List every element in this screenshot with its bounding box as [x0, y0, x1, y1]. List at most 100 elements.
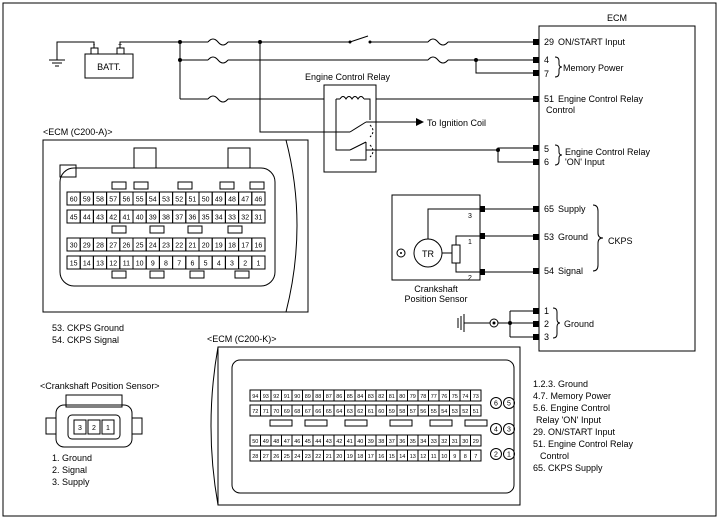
pin-label: 32 — [441, 439, 447, 445]
pin-label: 26 — [123, 243, 131, 250]
ignition-arrow-icon — [416, 118, 424, 126]
pin-label: 91 — [284, 394, 290, 400]
connector-a-key-slot — [149, 270, 165, 279]
pin-label: 21 — [326, 454, 332, 460]
ckp-connector-ears — [45, 417, 143, 435]
fuse-symbol — [427, 38, 449, 46]
side-pin — [503, 397, 515, 409]
pin-label: 73 — [473, 394, 479, 400]
connector-k-note: 1.2.3. Ground — [533, 379, 588, 389]
connector-a-key-slot — [111, 225, 127, 234]
sensor-resistor — [451, 244, 461, 264]
fuse-symbol — [427, 56, 449, 64]
ignition-label: To Ignition Coil — [427, 118, 486, 128]
connector-a-key-slot — [133, 181, 149, 190]
ecm-pin-num: 3 — [544, 332, 549, 342]
ground-brace — [552, 307, 561, 339]
pin-label: 55 — [136, 197, 144, 204]
pin-label: 24 — [294, 454, 300, 460]
sensor-pin-2: 2 — [468, 275, 472, 282]
ecm-pin-num: 5 — [544, 144, 549, 154]
chassis-ground-icon — [457, 314, 465, 332]
ckp-connector-face — [67, 414, 121, 440]
pin-label: 81 — [389, 394, 395, 400]
pin-label: 77 — [431, 394, 437, 400]
ecm-pin-tab — [533, 321, 539, 327]
pin-label: 38 — [378, 439, 384, 445]
pin-label: 14 — [83, 261, 91, 268]
pin-label: 56 — [420, 409, 426, 415]
wire-relay-feed-lower — [335, 132, 350, 151]
ecm-pin-num: 1 — [544, 306, 549, 316]
pin-label: 23 — [305, 454, 311, 460]
pin-label: 68 — [294, 409, 300, 415]
ecm-box — [538, 25, 696, 352]
pin-label: 6 — [190, 261, 194, 268]
pin-label: 60 — [70, 197, 78, 204]
ckp-pin-cell — [87, 419, 101, 435]
pin-label: 22 — [315, 454, 321, 460]
pin-cell — [251, 191, 266, 206]
connector-k-note: 5.6. Engine Control — [533, 403, 610, 413]
pin-label: 29 — [83, 243, 91, 250]
relay-coil-leads — [336, 98, 371, 120]
pin-label: 59 — [83, 197, 91, 204]
pin-label: 52 — [175, 197, 183, 204]
connector-a-key-slot — [149, 225, 165, 234]
pin-label: 29 — [473, 439, 479, 445]
connector-a-latch — [285, 139, 298, 313]
pin-label: 66 — [315, 409, 321, 415]
pin-label: 18 — [228, 243, 236, 250]
side-pin — [503, 448, 515, 460]
ecm-pin-label: ON/START Input — [558, 37, 626, 47]
pin-label: 1 — [507, 452, 511, 459]
connector-a-key-slot — [177, 181, 193, 190]
pin-label: 84 — [357, 394, 363, 400]
pin-label: 10 — [136, 261, 144, 268]
pin-label: 44 — [83, 215, 91, 222]
connector-k-key-slot — [344, 419, 368, 427]
pin-label: 26 — [273, 454, 279, 460]
sensor-title-2: Position Sensor — [404, 294, 467, 304]
connector-a-key-slot — [227, 225, 243, 234]
pin-label: 7 — [474, 454, 477, 460]
ecm-pin-num: 29 — [544, 37, 554, 47]
pin-cell — [251, 209, 266, 224]
ecm-pin-tab — [533, 159, 539, 165]
connector-k-title: <ECM (C200-K)> — [207, 334, 277, 344]
ground-eyelet-center — [492, 321, 496, 325]
pin-label: 82 — [378, 394, 384, 400]
ecm-pin-num: 7 — [544, 69, 549, 79]
pin-label: 25 — [136, 243, 144, 250]
pin-cell — [251, 237, 266, 252]
pin-label: 58 — [96, 197, 104, 204]
pin-label: 28 — [96, 243, 104, 250]
pin-label: 27 — [263, 454, 269, 460]
pin-label: 5 — [204, 261, 208, 268]
junction-dot — [496, 148, 500, 152]
pin-label: 8 — [164, 261, 168, 268]
ckp-connector-title: <Crankshaft Position Sensor> — [40, 381, 160, 391]
connector-a-key-slot — [219, 181, 235, 190]
ecm-pin-tab — [533, 70, 539, 76]
battery: - + BATT. — [84, 42, 134, 79]
pin-label: 75 — [452, 394, 458, 400]
connector-a-note: 54. CKPS Signal — [52, 335, 119, 345]
pin-label: 46 — [294, 439, 300, 445]
pin-label: 50 — [202, 197, 210, 204]
pin-label: 45 — [70, 215, 78, 222]
fuse-symbol — [207, 95, 229, 103]
side-pin — [490, 448, 502, 460]
pin-label: 18 — [357, 454, 363, 460]
pin-label: 41 — [347, 439, 353, 445]
ecm-pin-num: 6 — [544, 157, 549, 167]
pin-label: 71 — [263, 409, 269, 415]
pin-label: 5 — [507, 401, 511, 408]
pin-label: 31 — [452, 439, 458, 445]
pin-label: 17 — [368, 454, 374, 460]
pin-label: 27 — [109, 243, 117, 250]
ecm-pin-label: Supply — [558, 204, 586, 214]
pin-label: 51 — [189, 197, 197, 204]
ecm-pin-num: 65 — [544, 204, 554, 214]
